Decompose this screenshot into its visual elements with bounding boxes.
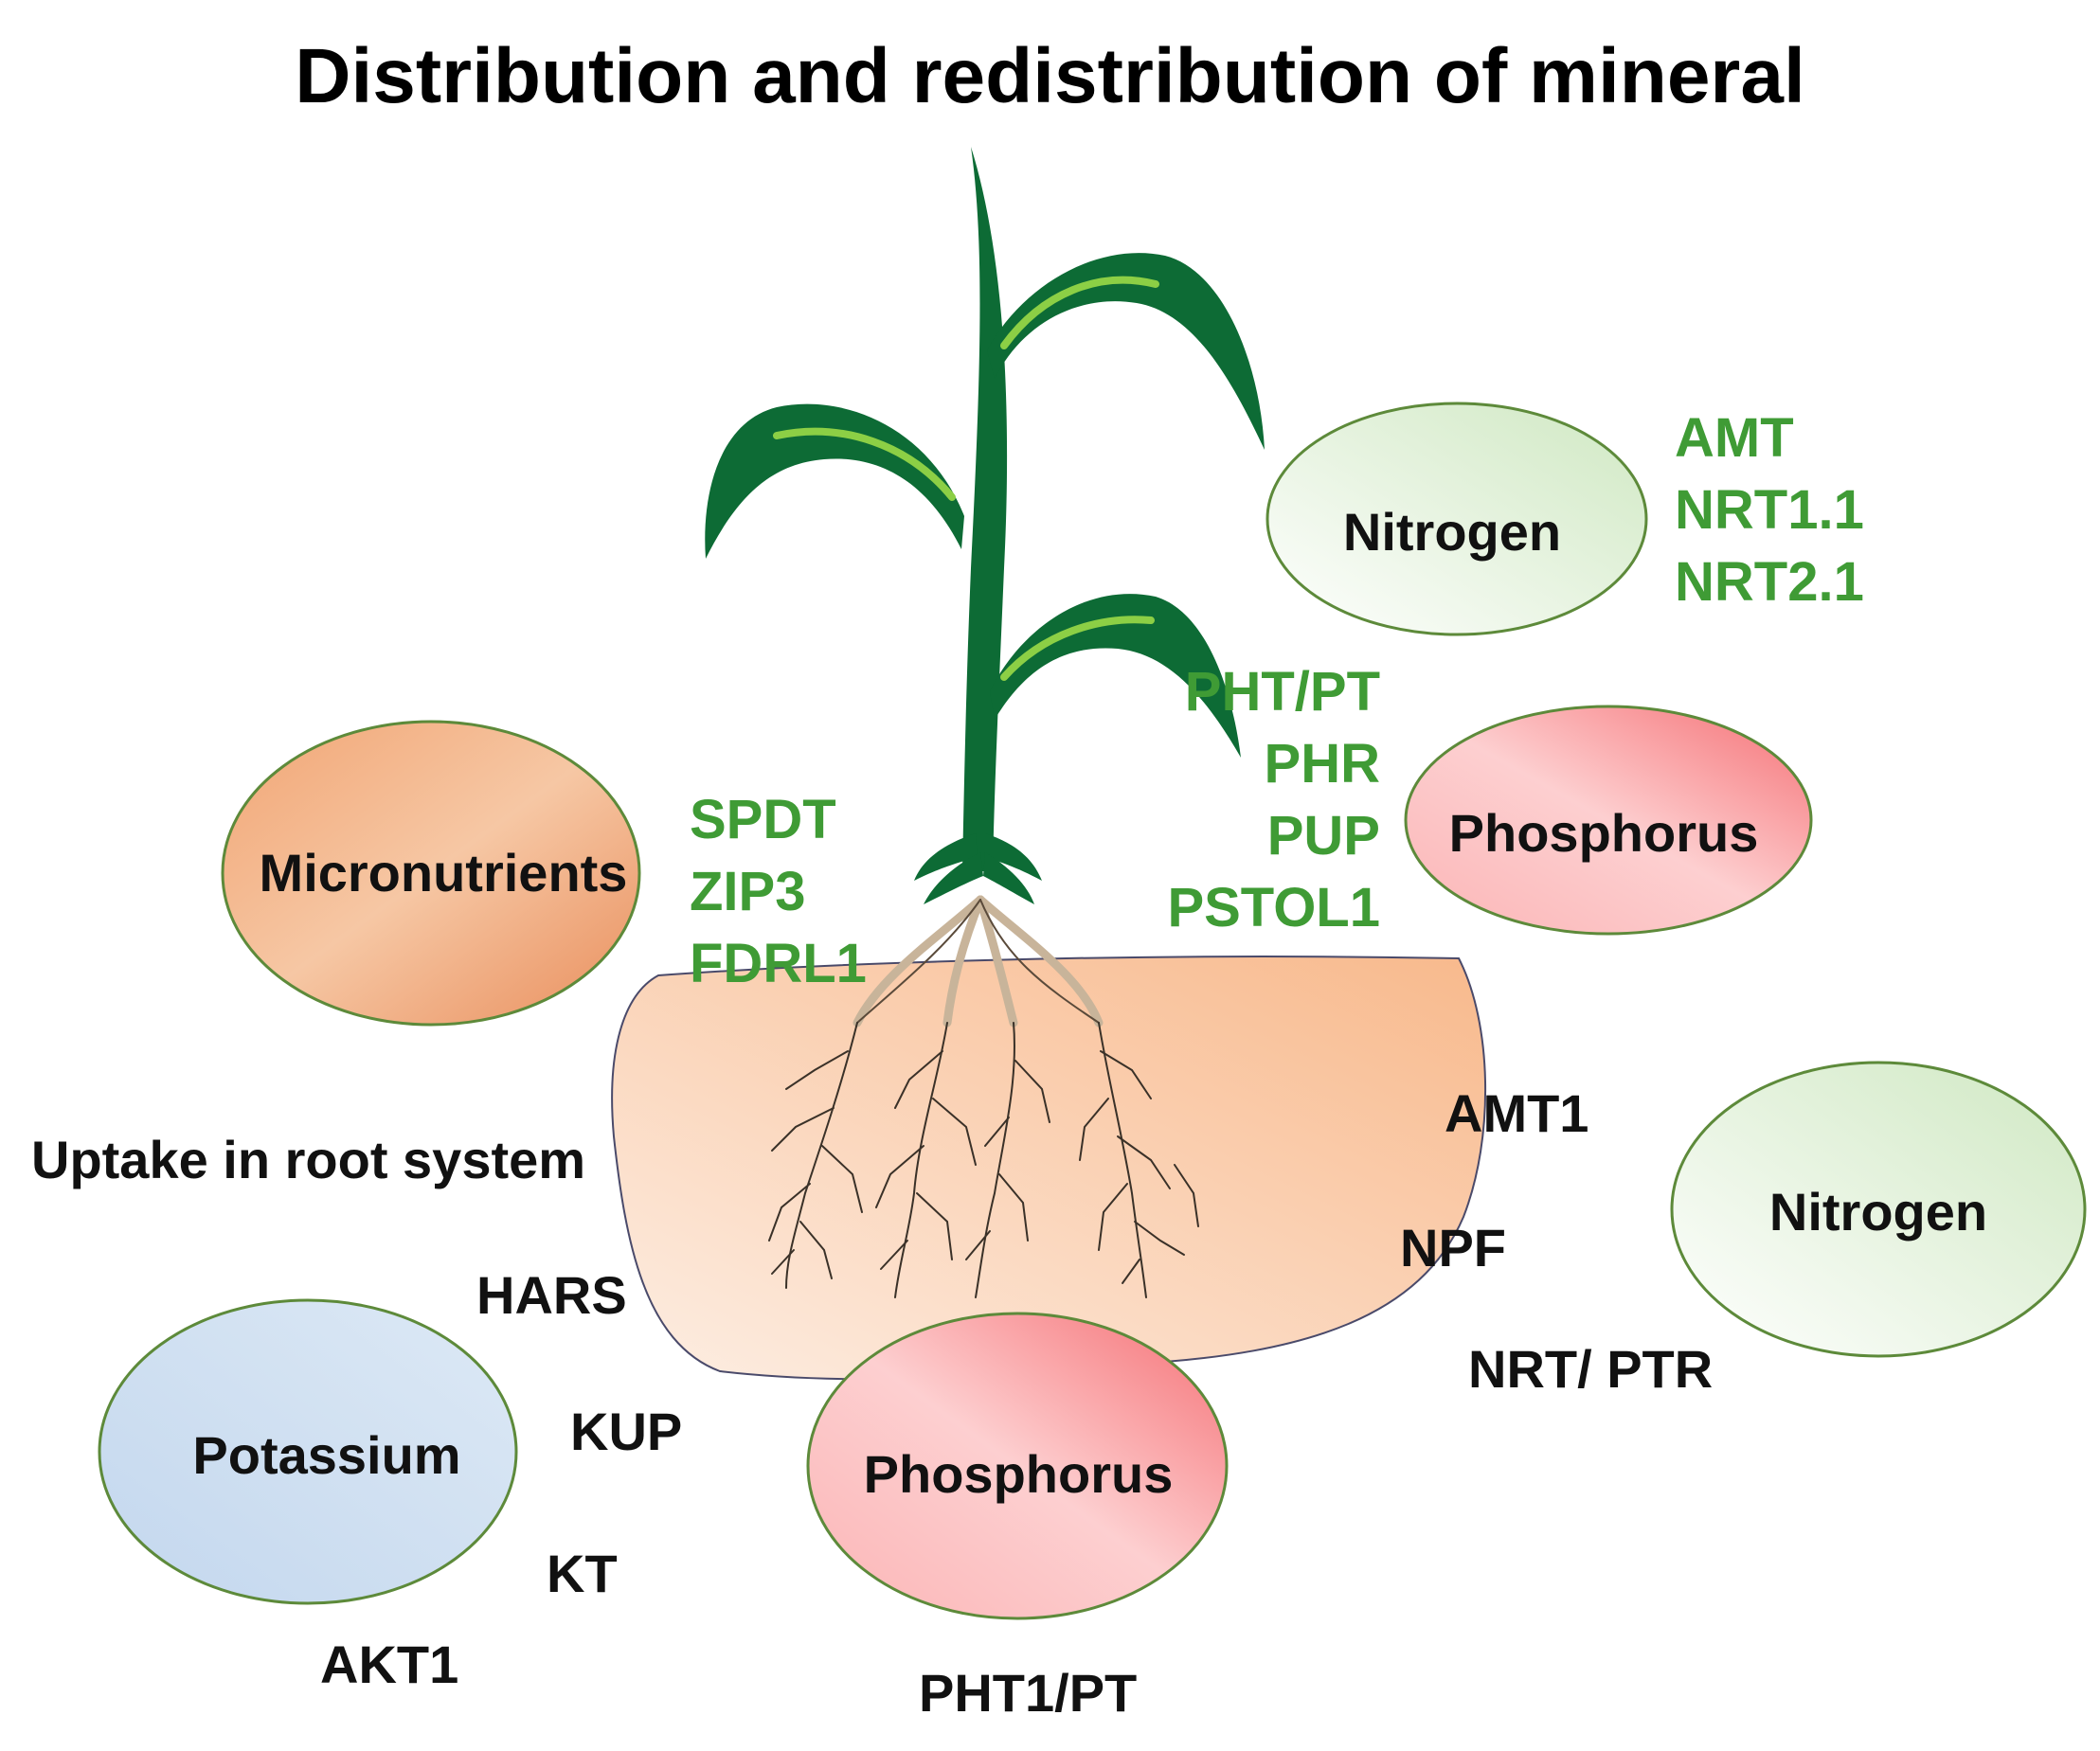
gene-label: PHR [1264,733,1380,795]
gene-label: ZIP3 [690,861,806,922]
phosphorus-bottom-oval [806,1312,1229,1620]
nitrogen-bottom-label: Nitrogen [1768,1182,1988,1242]
gene-hars: HARS [476,1265,627,1325]
micronutrient-shoot-genes: SPDT ZIP3 FDRL1 [690,784,867,1000]
nitrogen-top-oval [1265,402,1648,636]
root-system [768,895,1199,1298]
nitrogen-top-label: Nitrogen [1342,502,1562,562]
phosphorus-shoot-genes: PHT/PT PHR PUP PSTOL1 [1167,656,1380,944]
diagram-title: Distribution and redistribution of miner… [295,33,1805,119]
gene-label: NRT2.1 [1675,551,1864,613]
leaf-lower-right [990,594,1241,758]
root-uptake-label: Uptake in root system [31,1130,586,1189]
gene-label: PSTOL1 [1167,877,1380,938]
gene-kt: KT [547,1544,618,1603]
gene-label: AMT [1675,407,1794,469]
nitrogen-bottom-oval [1670,1061,2087,1358]
nitrogen-shoot-genes: AMT NRT1.1 NRT2.1 [1675,402,1864,618]
gene-nrt-ptr: NRT/ PTR [1468,1339,1714,1399]
gene-amt1: AMT1 [1445,1083,1589,1143]
gene-label: FDRL1 [690,933,867,994]
gene-akt1: AKT1 [320,1635,459,1694]
micronutrients-oval [221,720,641,1027]
phosphorus-top-label: Phosphorus [1448,803,1759,863]
gene-label: PUP [1266,805,1380,867]
gene-npf: NPF [1400,1218,1506,1278]
leaf-left [705,403,964,559]
gene-label: SPDT [690,789,836,850]
gene-kup: KUP [570,1402,683,1461]
phosphorus-bottom-label: Phosphorus [863,1444,1174,1504]
phosphorus-top-oval [1404,705,1813,936]
plant-shoot [705,147,1265,904]
gene-label: PHT/PT [1184,661,1380,723]
potassium-label: Potassium [192,1425,461,1485]
gene-label: NRT1.1 [1675,479,1864,541]
potassium-oval [98,1298,518,1605]
micronutrients-label: Micronutrients [259,843,628,902]
gene-pht1: PHT1/PT [919,1663,1138,1723]
plant-stem [962,147,1008,871]
